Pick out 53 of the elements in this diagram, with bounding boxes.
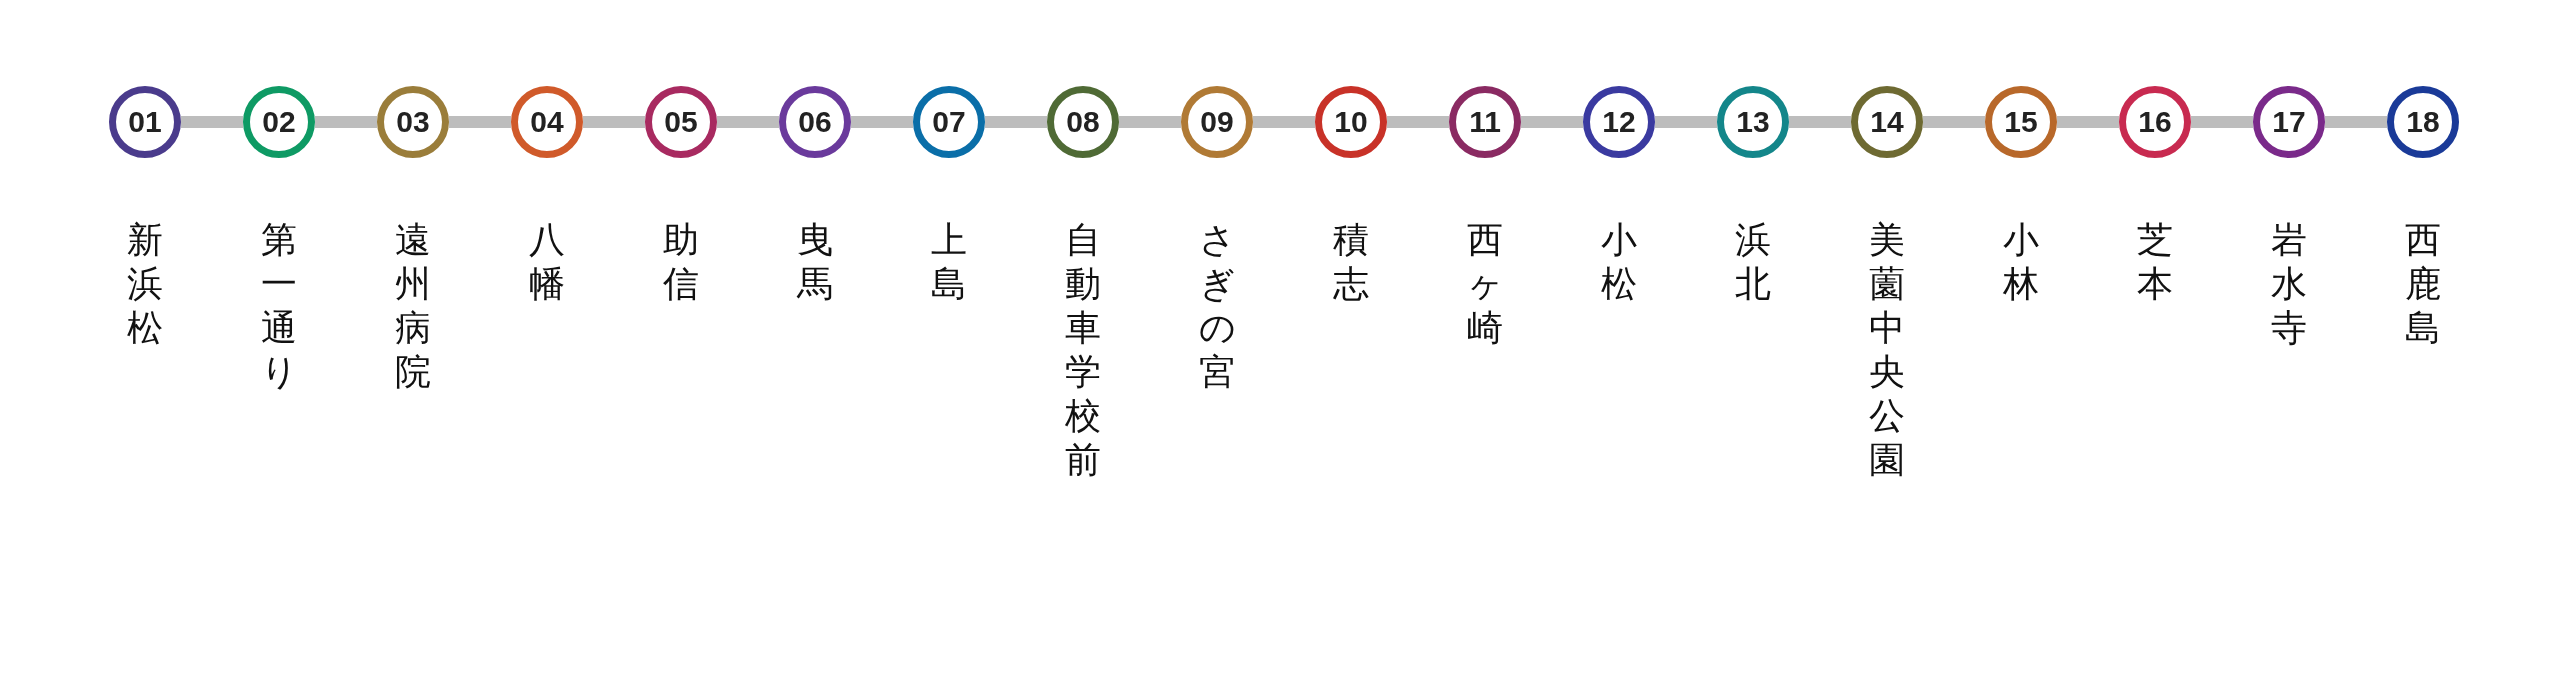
track-line [1923, 116, 1985, 128]
station-name: 上島 [930, 218, 968, 306]
station-number: 02 [243, 86, 315, 158]
track-line [1655, 116, 1717, 128]
station-name: 西ヶ崎 [1465, 218, 1505, 350]
station-name: 浜北 [1734, 218, 1772, 306]
track-line [1119, 116, 1181, 128]
track-line [2325, 116, 2387, 128]
station-number: 12 [1583, 86, 1655, 158]
station-name: 曳馬 [795, 218, 834, 306]
station-name: 新浜松 [126, 218, 164, 350]
track-line [985, 116, 1047, 128]
track-line [1789, 116, 1851, 128]
track-line [851, 116, 913, 128]
track-line [1253, 116, 1315, 128]
track-line [1521, 116, 1583, 128]
station-number: 06 [779, 86, 851, 158]
station-name: 芝本 [2136, 218, 2174, 306]
station-name: 八幡 [528, 218, 566, 306]
track-line [583, 116, 645, 128]
track-line [2057, 116, 2119, 128]
station-number: 05 [645, 86, 717, 158]
station-number: 03 [377, 86, 449, 158]
station-name: 積志 [1332, 218, 1370, 306]
station-name: 岩水寺 [2270, 218, 2308, 350]
station-number: 04 [511, 86, 583, 158]
track-line [181, 116, 243, 128]
track-line [315, 116, 377, 128]
station-number: 16 [2119, 86, 2191, 158]
track-line [449, 116, 511, 128]
station-name: 小松 [1600, 218, 1638, 306]
station-name: さぎの宮 [1197, 218, 1237, 394]
station-name: 第一通り [259, 218, 299, 394]
station-number: 10 [1315, 86, 1387, 158]
station-name: 自動車学校前 [1064, 218, 1102, 482]
track-line [717, 116, 779, 128]
station-number: 14 [1851, 86, 1923, 158]
station-number: 18 [2387, 86, 2459, 158]
station-number: 09 [1181, 86, 1253, 158]
station-name: 助信 [662, 218, 700, 306]
station-number: 08 [1047, 86, 1119, 158]
station-number: 17 [2253, 86, 2325, 158]
track-line [2191, 116, 2253, 128]
station-name: 小林 [2002, 218, 2040, 306]
station-name: 遠州病院 [394, 218, 432, 394]
station-number: 07 [913, 86, 985, 158]
station-number: 15 [1985, 86, 2057, 158]
station-number: 01 [109, 86, 181, 158]
station-number: 11 [1449, 86, 1521, 158]
station-number: 13 [1717, 86, 1789, 158]
station-name: 西鹿島 [2404, 218, 2442, 350]
station-name: 美薗中央公園 [1868, 218, 1906, 482]
track-line [1387, 116, 1449, 128]
